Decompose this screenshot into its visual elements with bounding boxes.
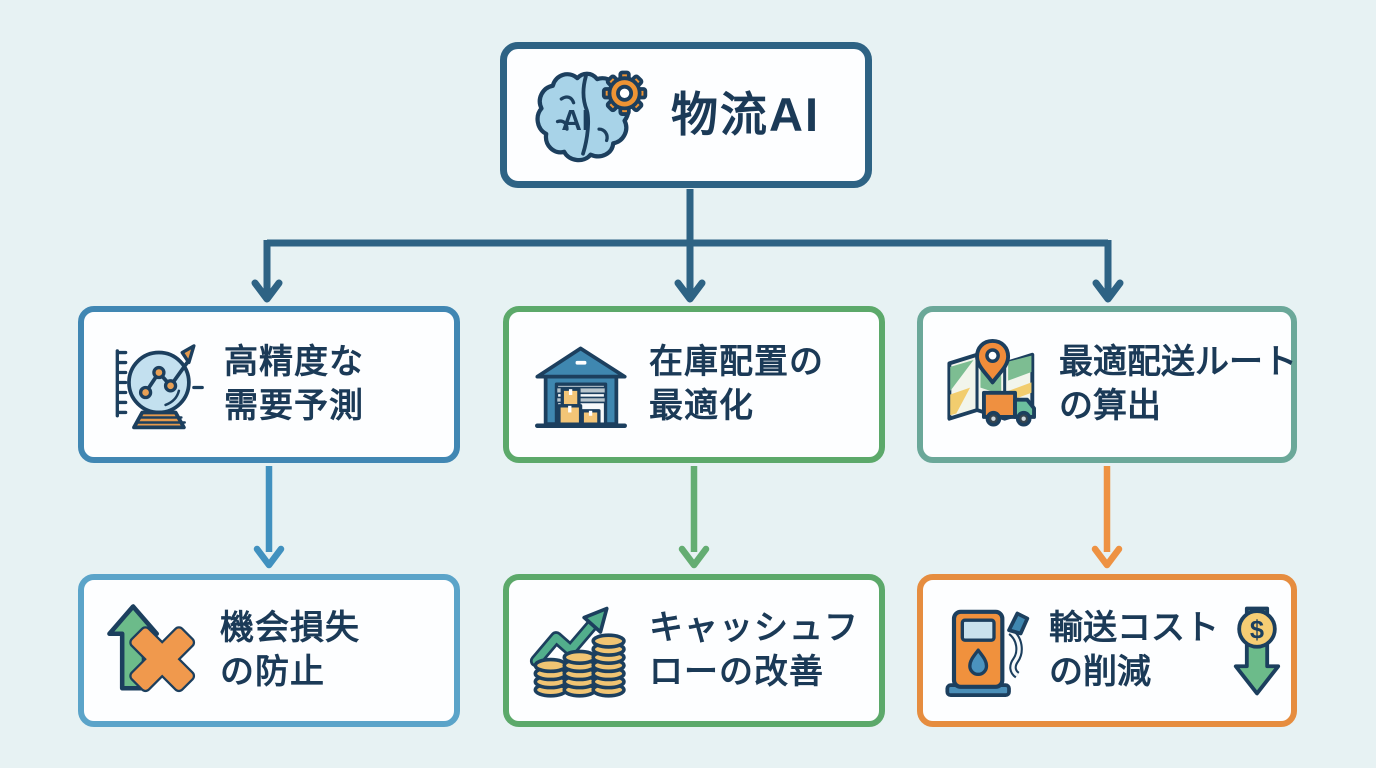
trunk-connectors bbox=[251, 189, 1124, 303]
fuel-pump-icon bbox=[939, 603, 1039, 699]
arrowhead-left bbox=[251, 279, 283, 303]
branch-arrow-green bbox=[678, 466, 710, 569]
node-optimal-route: 最適配送ルート の算出 bbox=[917, 306, 1297, 463]
svg-text:$: $ bbox=[1250, 616, 1264, 644]
node-label: 機会損失 の防止 bbox=[220, 608, 360, 691]
node-label: 最適配送ルート の算出 bbox=[1059, 342, 1297, 425]
svg-text:AI: AI bbox=[561, 105, 589, 137]
branch-arrow-orange bbox=[1091, 466, 1123, 569]
node-logistics-ai: AI 物流AI bbox=[500, 42, 872, 188]
node-inventory-optimization: 在庫配置の 最適化 bbox=[503, 306, 885, 463]
dollar-down-icon: $ bbox=[1229, 603, 1285, 699]
node-label: 高精度な 需要予測 bbox=[224, 342, 364, 425]
crystal-ball-icon bbox=[104, 337, 208, 433]
arrowhead-right bbox=[1092, 279, 1124, 303]
branch-arrow-blue bbox=[253, 466, 285, 569]
arrowhead-center bbox=[674, 279, 706, 303]
node-demand-forecast: 高精度な 需要予測 bbox=[78, 306, 460, 463]
node-cashflow-improvement: キャッシュフ ローの改善 bbox=[503, 574, 885, 727]
coins-growth-icon bbox=[529, 601, 633, 701]
warehouse-icon bbox=[529, 337, 633, 433]
node-label: 在庫配置の 最適化 bbox=[649, 342, 824, 425]
node-label: 輸送コスト の削減 bbox=[1049, 608, 1219, 691]
node-title: 物流AI bbox=[671, 87, 820, 141]
map-route-icon bbox=[939, 336, 1047, 434]
node-label: キャッシュフ ローの改善 bbox=[649, 608, 859, 691]
node-opportunity-loss-prevention: 機会損失 の防止 bbox=[78, 574, 460, 727]
brain-ai-icon: AI bbox=[533, 63, 651, 167]
trunk-line bbox=[263, 189, 1112, 294]
node-transport-cost-reduction: 輸送コスト の削減 $ bbox=[917, 574, 1297, 727]
arrow-x-icon bbox=[104, 601, 204, 701]
